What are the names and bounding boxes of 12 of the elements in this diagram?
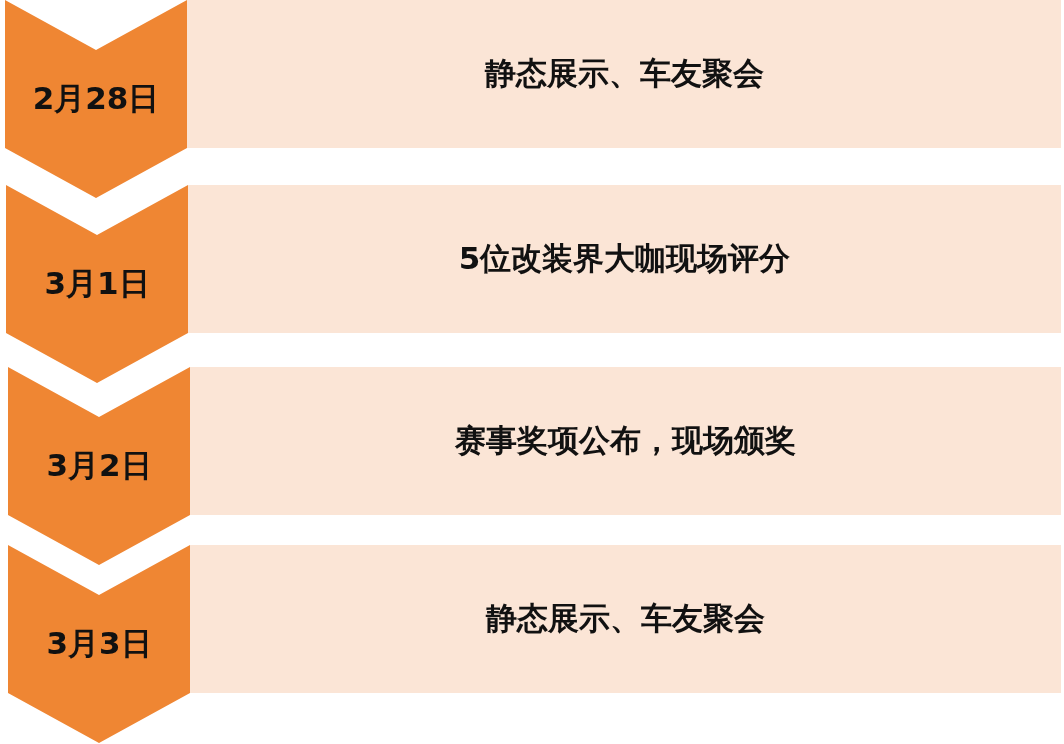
date-label: 3月2日 [45, 446, 153, 485]
event-box [187, 0, 1061, 148]
date-label: 3月3日 [45, 624, 153, 663]
event-text: 静态展示、车友聚会 [484, 54, 764, 93]
event-box [190, 545, 1061, 693]
event-text: 静态展示、车友聚会 [486, 599, 765, 638]
date-label: 3月1日 [43, 264, 151, 303]
date-label: 2月28日 [31, 79, 161, 118]
event-box [190, 367, 1061, 515]
event-text: 5位改装界大咖现场评分 [458, 239, 791, 278]
event-text: 赛事奖项公布，现场颁奖 [455, 421, 796, 460]
event-box [188, 185, 1061, 333]
